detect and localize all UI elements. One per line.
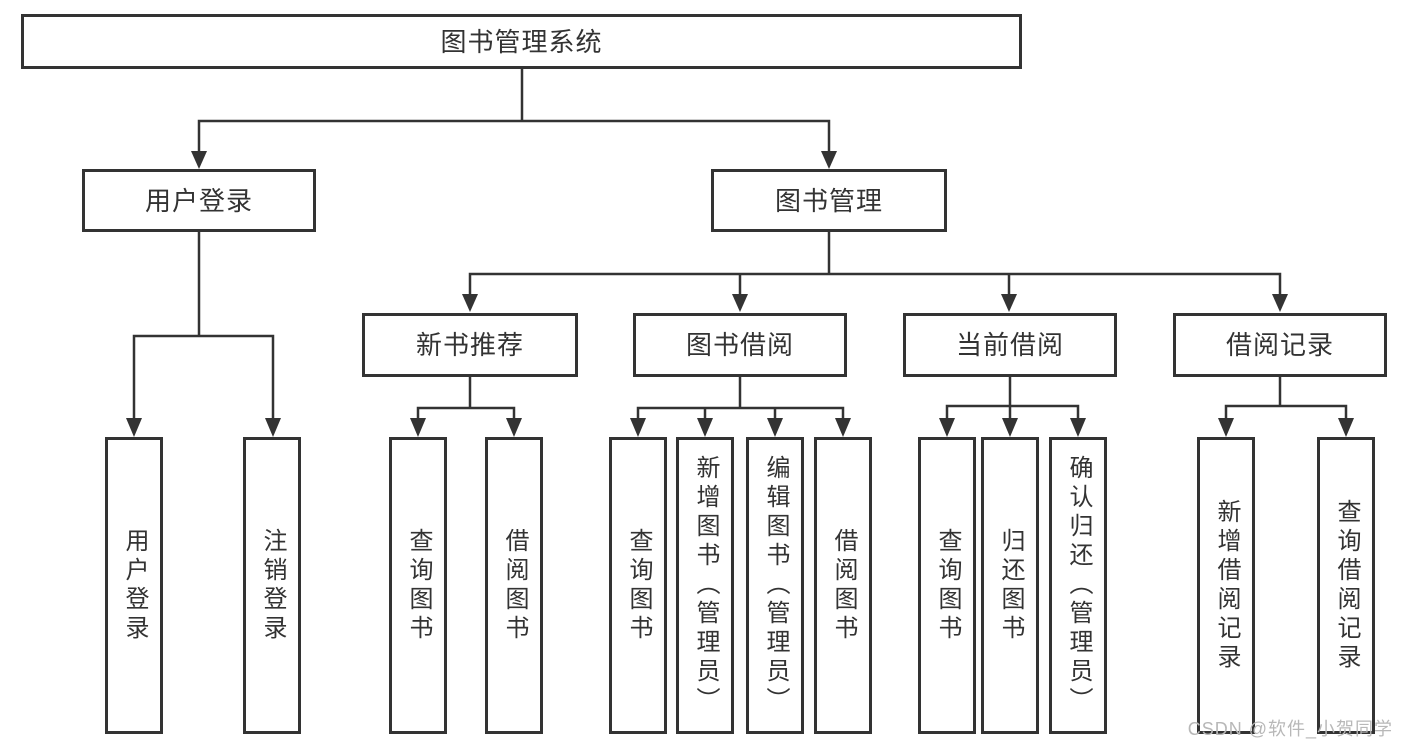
connector-bookborrow-to-leaves: [636, 377, 845, 419]
node-root-system: 图书管理系统: [21, 14, 1022, 69]
connector-bookmgmt-to-level3: [468, 232, 1282, 294]
connector-newbook-to-leaves: [416, 377, 516, 419]
node-new-book-recommendation: 新书推荐: [362, 313, 578, 377]
node-label: 当前借阅: [955, 330, 1064, 360]
connector-currentborrow-to-leaves: [945, 377, 1080, 419]
leaf-query-books-borrow: 查询图书: [609, 437, 667, 734]
leaf-borrow-books: 借阅图书: [814, 437, 872, 734]
leaf-confirm-return-admin: 确认归还（管理员）: [1049, 437, 1107, 734]
connector-borrowrecords-to-leaves: [1224, 377, 1348, 419]
leaf-query-borrow-record: 查询借阅记录: [1317, 437, 1375, 734]
node-label: 查询图书: [405, 527, 432, 644]
csdn-watermark: CSDN @软件_小贺同学: [1187, 719, 1393, 739]
node-label: 查询图书: [625, 527, 652, 644]
arrowheads: [126, 151, 1354, 437]
node-borrowing-records: 借阅记录: [1173, 313, 1387, 377]
leaf-user-login: 用户登录: [105, 437, 163, 734]
node-label: 注销登录: [259, 527, 286, 644]
node-label: 确认归还（管理员）: [1065, 455, 1092, 716]
leaf-query-books-current: 查询图书: [918, 437, 976, 734]
node-label: 查询图书: [934, 527, 961, 644]
connector-userlogin-to-leaves: [132, 232, 275, 419]
node-label: 新增借阅记录: [1213, 498, 1240, 673]
node-label: 图书管理系统: [440, 26, 603, 57]
node-label: 图书管理: [774, 185, 883, 216]
leaf-add-books-admin: 新增图书（管理员）: [676, 437, 734, 734]
node-label: 用户登录: [121, 527, 148, 644]
leaf-add-borrow-record: 新增借阅记录: [1197, 437, 1255, 734]
node-label: 图书借阅: [685, 330, 794, 360]
node-label: 借阅图书: [501, 527, 528, 644]
leaf-return-books: 归还图书: [981, 437, 1039, 734]
leaf-query-books-recommend: 查询图书: [389, 437, 447, 734]
node-label: 查询借阅记录: [1333, 498, 1360, 673]
node-label: 新书推荐: [415, 330, 524, 360]
node-label: 用户登录: [144, 185, 253, 216]
leaf-edit-books-admin: 编辑图书（管理员）: [746, 437, 804, 734]
node-current-borrowing: 当前借阅: [903, 313, 1117, 377]
node-label: 借阅记录: [1225, 330, 1334, 360]
node-book-borrowing: 图书借阅: [633, 313, 847, 377]
node-label: 编辑图书（管理员）: [762, 455, 789, 716]
connector-root-to-level2: [197, 69, 831, 151]
node-user-login: 用户登录: [82, 169, 316, 232]
node-book-management: 图书管理: [711, 169, 947, 232]
leaf-logout: 注销登录: [243, 437, 301, 734]
node-label: 新增图书（管理员）: [692, 455, 719, 716]
node-label: 借阅图书: [830, 527, 857, 644]
leaf-borrow-books-recommend: 借阅图书: [485, 437, 543, 734]
node-label: 归还图书: [997, 527, 1024, 644]
